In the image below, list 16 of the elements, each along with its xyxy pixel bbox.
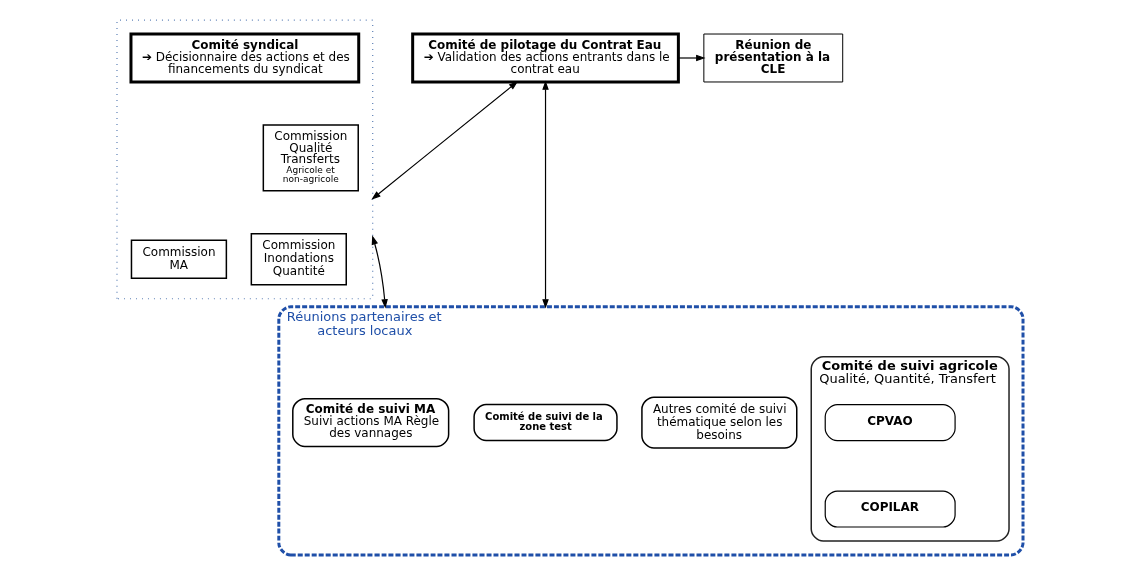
node-box: Réunion de présentation à la CLE bbox=[702, 33, 843, 83]
node-box: COPILAR bbox=[824, 490, 956, 528]
node-box: Commission Qualité Transferts Agricole et non-agricole bbox=[262, 124, 359, 192]
node-box: Autres comité de suivi thématique selon les besoins bbox=[640, 396, 797, 449]
node-box: Comité de suivi MA Suivi actions MA Règle des vannages bbox=[291, 397, 449, 448]
node-box: Comité de suivi de la zone test bbox=[472, 403, 618, 442]
node-box: Commission MA bbox=[130, 239, 227, 279]
arrow bbox=[677, 54, 705, 62]
cluster bbox=[115, 19, 373, 300]
arrow bbox=[370, 81, 518, 200]
node-box: Comité de pilotage du Contrat Eau ➔ Validation des actions entrants dans le contrat eau bbox=[410, 32, 680, 84]
arrow bbox=[541, 80, 549, 309]
node-box: Comité syndical ➔ Décisionnaire des actions et des financements du syndicat bbox=[128, 32, 360, 84]
node-box: CPVAO bbox=[824, 404, 956, 442]
node-box: Commission Inondations Quantité bbox=[250, 233, 347, 286]
arrow bbox=[371, 235, 388, 309]
